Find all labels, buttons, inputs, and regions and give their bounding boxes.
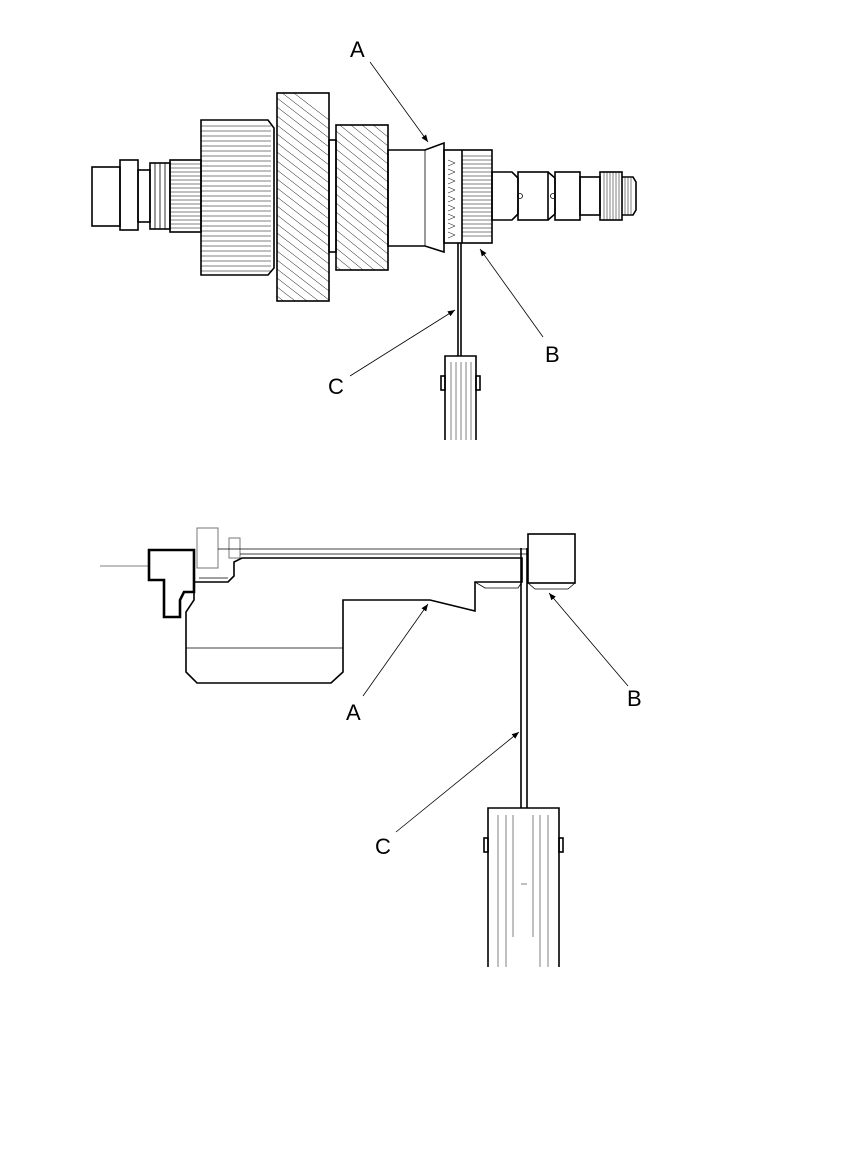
leader-c-top — [350, 310, 455, 376]
leader-a-side — [363, 604, 428, 696]
callout-c-side: C — [375, 834, 391, 859]
leader-b-side — [549, 593, 628, 686]
bracket — [149, 550, 194, 617]
gear-3-helical — [336, 125, 388, 270]
gear-1 — [201, 120, 274, 275]
body-part-a — [186, 558, 522, 683]
feeler-gauge-c — [441, 243, 480, 440]
callout-a-top: A — [350, 37, 365, 62]
synchro-part-b — [444, 150, 492, 243]
spline-lines-left — [170, 164, 201, 228]
block-part-b — [528, 534, 575, 589]
shaft-right-end — [492, 172, 636, 220]
spacer — [329, 140, 336, 252]
callout-b-top: B — [545, 342, 560, 367]
leader-a-top — [370, 62, 428, 142]
clip — [197, 528, 218, 568]
callout-c-top: C — [328, 374, 344, 399]
gear-2-helical — [277, 93, 329, 301]
leader-b-top — [480, 249, 543, 337]
leader-c-side — [396, 732, 519, 832]
shaft-left-end — [92, 160, 201, 232]
shaft-assembly-top-view: A B C — [92, 37, 636, 440]
callout-b-side: B — [627, 686, 642, 711]
callout-a-side: A — [346, 700, 361, 725]
section-side-view: A B C — [100, 528, 642, 967]
feeler-gauge-side — [484, 548, 563, 967]
collar-part-a — [388, 143, 444, 252]
